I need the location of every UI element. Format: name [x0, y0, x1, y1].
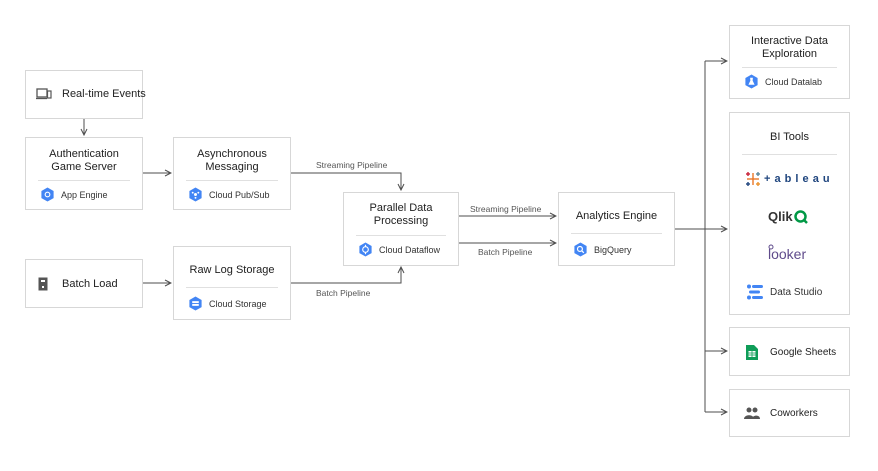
auth-title-1: Authentication: [49, 148, 119, 160]
pubsub-label: Cloud Pub/Sub: [209, 189, 270, 200]
batch-load-label: Batch Load: [62, 278, 118, 290]
sheets-box: Google Sheets: [729, 327, 850, 376]
batch-pipeline-label-bottom: Batch Pipeline: [316, 288, 371, 298]
messaging-box: Asynchronous Messaging Cloud Pub/Sub: [173, 137, 291, 210]
datalab-icon: [745, 74, 758, 89]
qlik-label: Qlik: [768, 209, 793, 224]
streaming-pipeline-label-top: Streaming Pipeline: [316, 160, 388, 170]
datalab-label: Cloud Datalab: [765, 76, 823, 87]
looker-label: looker: [768, 246, 807, 262]
bigquery-label: BigQuery: [594, 244, 632, 255]
coworkers-box: Coworkers: [729, 389, 850, 437]
app-engine-label: App Engine: [61, 189, 108, 200]
dataflow-icon: [359, 242, 372, 257]
processing-title-2: Processing: [373, 215, 429, 227]
auth-title-2: Game Server: [51, 161, 117, 173]
people-icon: [744, 407, 760, 419]
batch-pipeline-label-mid: Batch Pipeline: [478, 247, 533, 257]
dataflow-label: Cloud Dataflow: [379, 244, 441, 255]
sheets-label: Google Sheets: [770, 347, 837, 358]
cloud-storage-icon: [189, 296, 202, 311]
bigquery-icon: [574, 242, 587, 257]
processing-title-1: Parallel Data: [369, 202, 433, 214]
looker-icon: [768, 244, 774, 250]
cloud-storage-label: Cloud Storage: [209, 298, 267, 309]
batch-load-box: Batch Load: [25, 259, 143, 308]
data-studio-label: Data Studio: [770, 286, 823, 298]
tableau-icon: [746, 172, 760, 186]
realtime-events-label: Real-time Events: [62, 88, 146, 100]
exploration-title-2: Exploration: [761, 48, 818, 60]
coworkers-label: Coworkers: [770, 407, 818, 419]
sheets-icon: [746, 345, 758, 360]
realtime-events-box: Real-time Events: [25, 70, 146, 119]
exploration-box: Interactive Data Exploration Cloud Datal…: [729, 25, 850, 99]
analytics-box: Analytics Engine BigQuery: [558, 192, 675, 266]
app-engine-icon: [41, 187, 54, 202]
server-icon: [38, 277, 48, 291]
messaging-title-2: Messaging: [205, 161, 259, 173]
storage-box: Raw Log Storage Cloud Storage: [173, 246, 291, 320]
edge-messaging-processing: [291, 172, 401, 190]
qlik-icon: [793, 209, 808, 224]
analytics-title: Analytics Engine: [575, 210, 658, 222]
data-studio-icon: [747, 284, 763, 300]
tableau-label: + a b l e a u: [764, 173, 831, 185]
pubsub-icon: [189, 187, 202, 202]
storage-title: Raw Log Storage: [189, 264, 275, 276]
processing-box: Parallel Data Processing Cloud Dataflow: [343, 192, 459, 266]
devices-icon: [36, 88, 52, 100]
messaging-title-1: Asynchronous: [197, 148, 267, 160]
streaming-pipeline-label-mid: Streaming Pipeline: [470, 204, 542, 214]
edge-storage-processing: [291, 267, 401, 284]
bi-tools-box: BI Tools + a b l e a u Qlik looker: [729, 112, 850, 315]
bi-tools-title: BI Tools: [770, 131, 809, 143]
auth-server-box: Authentication Game Server App Engine: [25, 137, 143, 210]
exploration-title-1: Interactive Data: [750, 35, 829, 47]
